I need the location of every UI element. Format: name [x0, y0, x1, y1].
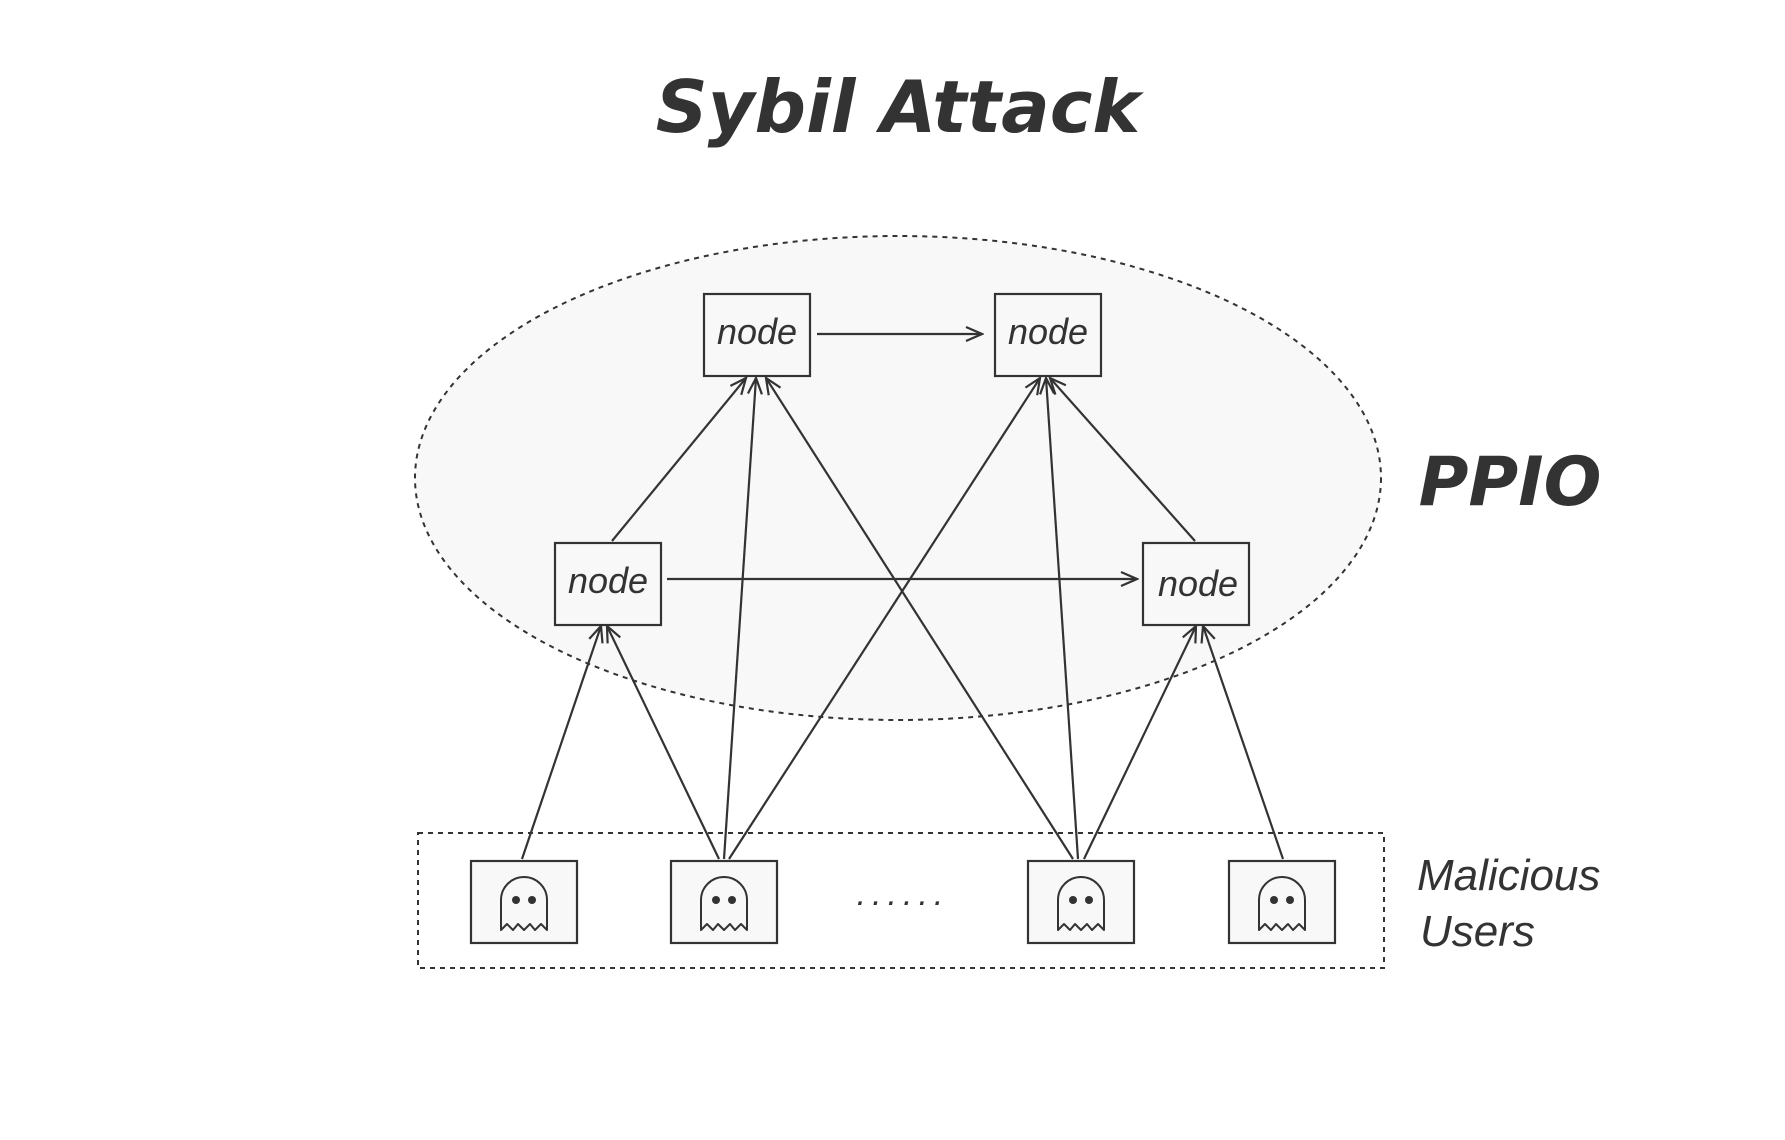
node-label: node	[1008, 311, 1088, 352]
ghost-icon	[1258, 876, 1306, 931]
malicious-users-region	[417, 832, 1385, 969]
edge-user-3-to-node-top-right	[1046, 378, 1080, 860]
edge-user-3-to-node-mid-right	[1083, 626, 1196, 860]
node-mid-left: node	[553, 541, 663, 627]
malicious-user-2	[669, 859, 779, 945]
diagram-title: Sybil Attack	[656, 65, 1145, 149]
edge-user-2-to-node-top-right	[728, 378, 1040, 860]
node-mid-right: node	[1141, 541, 1251, 627]
edge-node-mid-right-to-node-top-right	[1050, 378, 1196, 542]
ppio-network-region	[414, 235, 1382, 721]
ghost-icon	[1057, 876, 1105, 931]
malicious-user-4	[1227, 859, 1337, 945]
edge-user-4-to-node-mid-right	[1203, 626, 1285, 860]
node-top-right: node	[993, 292, 1103, 378]
ppio-label: PPIO	[1419, 443, 1602, 522]
edges	[520, 334, 1285, 860]
malicious-users-label-line1: Malicious	[1417, 851, 1600, 900]
edge-user-1-to-node-mid-left	[520, 626, 601, 860]
edge-user-2-to-node-mid-left	[607, 626, 720, 860]
node-label: node	[717, 311, 797, 352]
ghost-icon	[700, 876, 748, 931]
users-ellipsis: ......	[857, 875, 950, 913]
edge-node-mid-left-to-node-top-left	[611, 378, 746, 542]
node-label: node	[568, 560, 648, 601]
malicious-users-label-line2: Users	[1420, 907, 1535, 956]
edge-user-2-to-node-top-left	[722, 378, 756, 860]
node-top-left: node	[702, 292, 812, 378]
malicious-user-1	[469, 859, 579, 945]
malicious-user-3	[1026, 859, 1136, 945]
node-label: node	[1158, 563, 1238, 604]
ghost-icon	[500, 876, 548, 931]
edge-user-3-to-node-top-left	[766, 378, 1074, 860]
